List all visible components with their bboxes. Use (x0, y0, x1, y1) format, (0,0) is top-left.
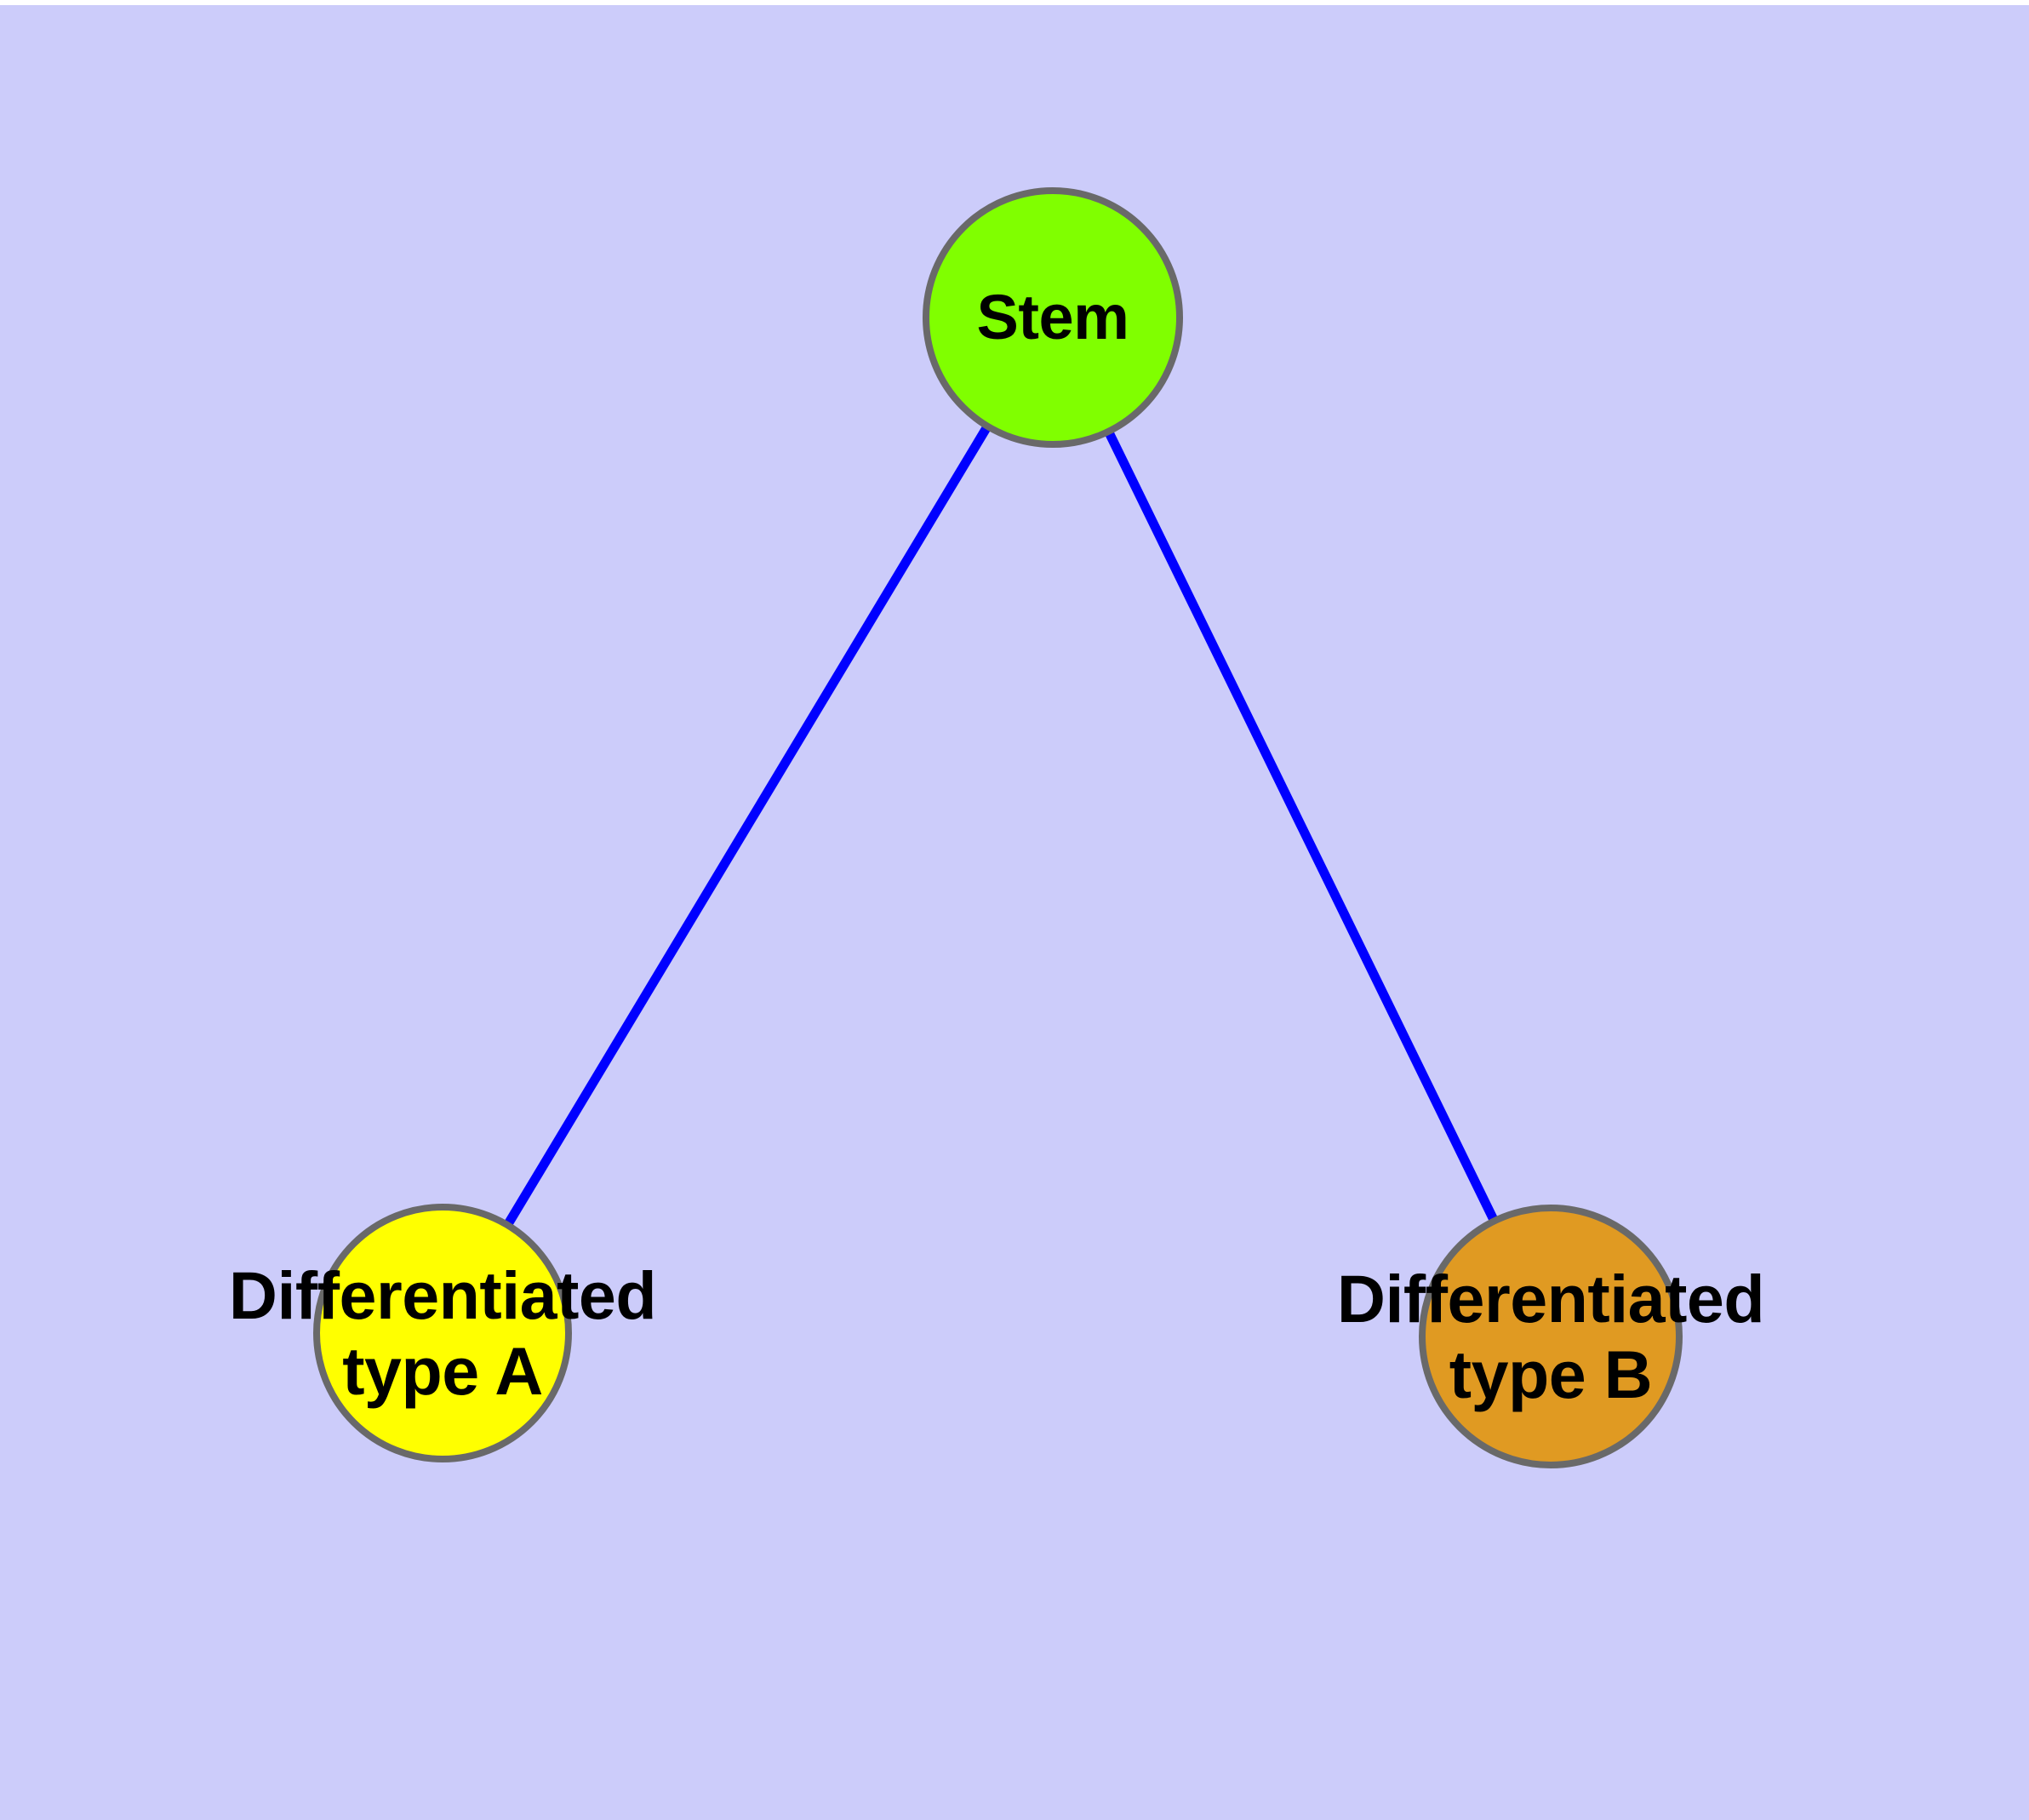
node-differentiated-type-b[interactable] (1419, 1205, 1683, 1468)
node-stem[interactable] (923, 187, 1183, 448)
node-differentiated-type-a[interactable] (313, 1204, 572, 1462)
edges-layer (438, 315, 1555, 1339)
edge-stem-to-differentiated-type-b[interactable] (1049, 315, 1555, 1339)
nodes-layer (313, 187, 1683, 1468)
edge-stem-to-differentiated-type-a[interactable] (438, 315, 1057, 1336)
